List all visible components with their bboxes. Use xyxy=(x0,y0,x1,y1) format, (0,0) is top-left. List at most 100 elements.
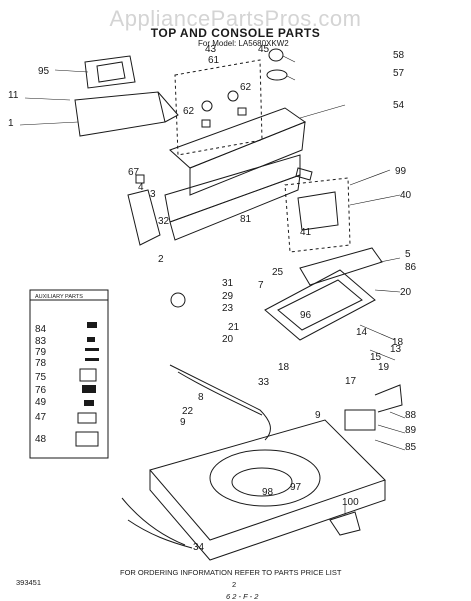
callout-3: 3 xyxy=(150,189,156,200)
cabinet-top xyxy=(149,419,386,541)
callout-89: 89 xyxy=(405,425,417,436)
callout-81: 81 xyxy=(240,214,252,225)
callout-23: 23 xyxy=(222,303,234,314)
callout-18: 18 xyxy=(392,337,404,348)
callout-4: 4 xyxy=(138,182,144,193)
console-base xyxy=(169,174,301,241)
aux-parts-header: AUXILIARY PARTS xyxy=(35,294,83,300)
tub-opening xyxy=(209,449,321,507)
callout-95: 95 xyxy=(38,66,50,77)
doc-code: 393451 xyxy=(16,578,42,587)
callout-7: 7 xyxy=(258,280,264,291)
callout-58: 58 xyxy=(393,50,405,61)
callout-97: 97 xyxy=(290,482,302,493)
watermark: AppliancePartsPros.com xyxy=(109,6,362,31)
leveling-leg xyxy=(329,511,361,536)
callout-5: 5 xyxy=(405,249,411,260)
callout-25: 25 xyxy=(272,267,284,278)
callout-78: 78 xyxy=(35,358,47,369)
console-end-cap xyxy=(127,189,161,246)
callout-86: 86 xyxy=(405,262,417,273)
lid-switch xyxy=(344,409,376,431)
console-face xyxy=(189,121,306,196)
knob-1 xyxy=(201,100,213,112)
callout-22: 22 xyxy=(182,406,194,417)
callout-8: 8 xyxy=(198,392,204,403)
callout-47: 47 xyxy=(35,412,47,423)
aux-part-84 xyxy=(87,322,97,328)
aux-part-75 xyxy=(79,368,97,382)
callout-83: 83 xyxy=(35,336,47,347)
callout-17: 17 xyxy=(345,376,357,387)
wire-harness-2 xyxy=(177,371,263,416)
callout-14: 14 xyxy=(356,327,368,338)
aux-part-79 xyxy=(85,348,99,351)
page-number: 2 xyxy=(232,580,237,589)
callout-29: 29 xyxy=(222,291,234,302)
callout-21: 21 xyxy=(228,322,240,333)
clip-67 xyxy=(135,174,145,184)
callout-75: 75 xyxy=(35,372,47,383)
callout-13: 13 xyxy=(390,344,402,355)
callout-34: 34 xyxy=(193,542,205,553)
callout-40: 40 xyxy=(400,190,412,201)
callout-85: 85 xyxy=(405,442,417,453)
aux-parts-box xyxy=(29,289,109,459)
callout-54: 54 xyxy=(393,100,405,111)
handwritten-code: 6 2 - F - 2 xyxy=(226,592,259,601)
knob-group-box xyxy=(174,59,263,156)
aux-part-83 xyxy=(87,337,95,342)
lid-hinge-plate xyxy=(299,247,383,286)
callout-43: 43 xyxy=(205,44,217,55)
tub-ring xyxy=(231,467,293,497)
callout-1: 1 xyxy=(8,118,14,129)
lower-wiring-2 xyxy=(127,519,193,549)
console-lower xyxy=(164,154,301,223)
fastener-31 xyxy=(170,292,186,308)
aux-part-49 xyxy=(84,400,94,406)
cabinet-top-rim xyxy=(149,470,386,561)
console-back-panel-window xyxy=(96,61,126,83)
ordering-note: FOR ORDERING INFORMATION REFER TO PARTS … xyxy=(120,568,342,577)
aux-part-47 xyxy=(77,412,97,424)
model-label: For Model: LA5680XKW2 xyxy=(198,39,289,48)
wire-harness xyxy=(169,364,271,441)
callout-49: 49 xyxy=(35,397,47,408)
callout-45: 45 xyxy=(258,44,270,55)
diagram-title: TOP AND CONSOLE PARTS xyxy=(150,26,321,40)
knob-2 xyxy=(227,90,239,102)
control-panel-bracket xyxy=(157,91,179,123)
timer-dial xyxy=(266,69,288,81)
callout-62: 62 xyxy=(240,82,252,93)
callout-99: 99 xyxy=(395,166,407,177)
callout-84: 84 xyxy=(35,324,47,335)
console-back-panel xyxy=(84,55,136,89)
callout-9: 9 xyxy=(315,410,321,421)
lid-switch-cam xyxy=(295,167,313,181)
switch-bracket xyxy=(374,384,403,413)
callout-88: 88 xyxy=(405,410,417,421)
callout-57: 57 xyxy=(393,68,405,79)
aux-part-48 xyxy=(75,431,99,447)
callout-67: 67 xyxy=(128,167,140,178)
callout-79: 79 xyxy=(35,347,47,358)
callout-100: 100 xyxy=(342,497,359,508)
callout-48: 48 xyxy=(35,434,47,445)
callout-98: 98 xyxy=(262,487,274,498)
callout-62: 62 xyxy=(183,106,195,117)
lower-wiring xyxy=(121,497,186,546)
callout-31: 31 xyxy=(222,278,234,289)
callout-19: 19 xyxy=(378,362,390,373)
callout-32: 32 xyxy=(158,216,170,227)
callout-76: 76 xyxy=(35,385,47,396)
callout-41: 41 xyxy=(300,227,312,238)
callout-33: 33 xyxy=(258,377,270,388)
aux-part-76 xyxy=(82,385,96,393)
callout-20: 20 xyxy=(400,287,412,298)
aux-part-78 xyxy=(85,358,99,361)
timer-knob xyxy=(268,48,284,62)
knob-insert-2 xyxy=(237,107,247,116)
callout-20: 20 xyxy=(222,334,234,345)
callout-15: 15 xyxy=(370,352,382,363)
